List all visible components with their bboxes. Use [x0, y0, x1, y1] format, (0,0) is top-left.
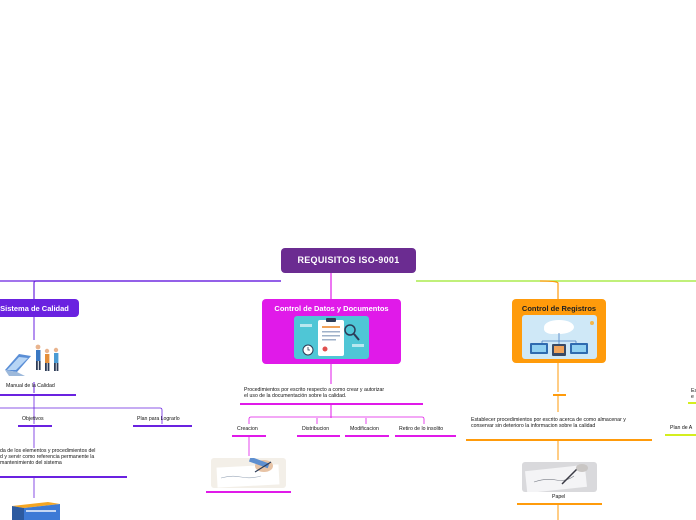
edge-text-line-1: Es	[691, 388, 696, 394]
control-registros-title: Control de Registros	[521, 304, 597, 313]
datos-description-line-1: Procedimientos por escrito respecto a co…	[244, 387, 385, 393]
edge-text-line-2: e	[691, 394, 694, 400]
cloud-network-icon	[522, 315, 597, 359]
hand-writing-icon	[211, 458, 286, 488]
papel-label[interactable]: Papel	[552, 494, 566, 500]
datos-description-line-2: el uso de la documentación sobre la cali…	[244, 393, 347, 399]
people-laptop-icon	[1, 340, 63, 382]
pen-paper-icon	[522, 462, 597, 492]
plan-lograrlo-label[interactable]: Plan para Lograrlo	[137, 416, 180, 422]
objetivos-label[interactable]: Objetivos	[22, 416, 44, 422]
objetivos-text-line-1: da de los elementos y procedimientos del	[0, 448, 96, 454]
objetivos-text-line-3: mantenimiento del sistema	[0, 460, 62, 466]
sistema-calidad-node[interactable]: Sistema de Calidad	[0, 299, 79, 317]
manual-calidad-label[interactable]: Manual de la Calidad	[6, 383, 55, 389]
root-node[interactable]: REQUISITOS ISO-9001	[281, 248, 416, 273]
control-datos-title: Control de Datos y Documentos	[274, 304, 389, 313]
registros-description: Establecer procedimientos por escrito ac…	[471, 417, 626, 430]
clipboard-document-icon	[294, 316, 369, 359]
objetivos-text-line-2: d y servir como referencia permanente la	[0, 454, 95, 460]
plan-a-label[interactable]: Plan de A	[670, 425, 693, 431]
distribucion-label[interactable]: Distribucion	[302, 426, 330, 432]
book-icon	[8, 498, 63, 520]
modificacion-label[interactable]: Modificacion	[350, 426, 379, 432]
retiro-label[interactable]: Retiro de lo insolito	[399, 426, 444, 432]
creacion-label[interactable]: Creacion	[237, 426, 258, 432]
